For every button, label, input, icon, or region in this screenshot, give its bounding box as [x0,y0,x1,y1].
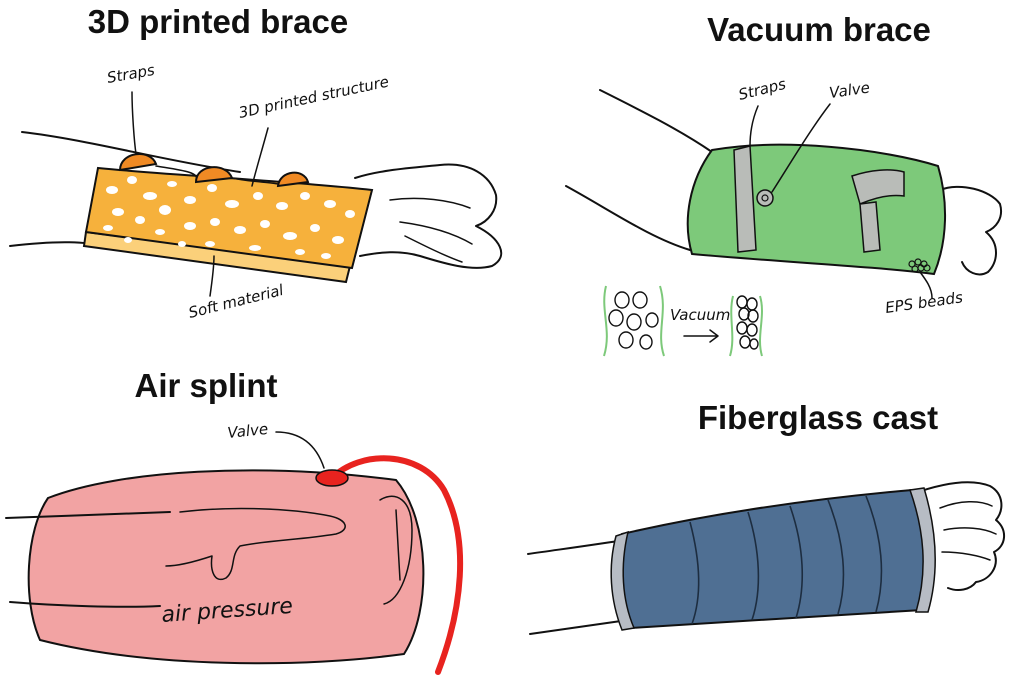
label-soft-material: Soft material [187,281,287,322]
panel-title-vacuum: Vacuum brace [707,11,931,48]
vacuum-schematic: Vacuum [604,286,762,356]
panel-vacuum-brace: Vacuum brace Straps Valve EPS beads [566,11,1001,356]
leader-straps-printed [132,92,136,154]
panel-fiberglass-cast: Fiberglass cast [528,399,1004,634]
leader-3d-structure [252,128,268,186]
panel-title-fiberglass: Fiberglass cast [698,399,938,436]
vacuum-valve-icon [757,190,773,206]
panel-3d-printed-brace: 3D printed brace Straps [10,3,501,322]
panel-title-3d-printed: 3D printed brace [88,3,348,40]
vacuum-arrow-icon [684,330,718,342]
cast-fingers [940,502,996,560]
leader-valve-air [276,432,324,468]
panel-air-splint: Air splint Valve air pressure [6,367,460,672]
label-straps-vacuum: Straps [737,75,788,104]
leader-straps-vacuum [750,106,758,146]
panel-title-air-splint: Air splint [134,367,277,404]
air-splint-bladder [29,470,424,663]
label-straps-printed: Straps [106,61,157,87]
label-valve-vacuum: Valve [828,78,871,102]
air-valve-icon [316,470,348,486]
label-3d-structure: 3D printed structure [237,72,390,121]
label-vacuum: Vacuum [670,306,730,324]
label-valve-air: Valve [227,420,269,442]
vacuum-bag [688,145,945,274]
label-eps-beads: EPS beads [884,288,964,317]
